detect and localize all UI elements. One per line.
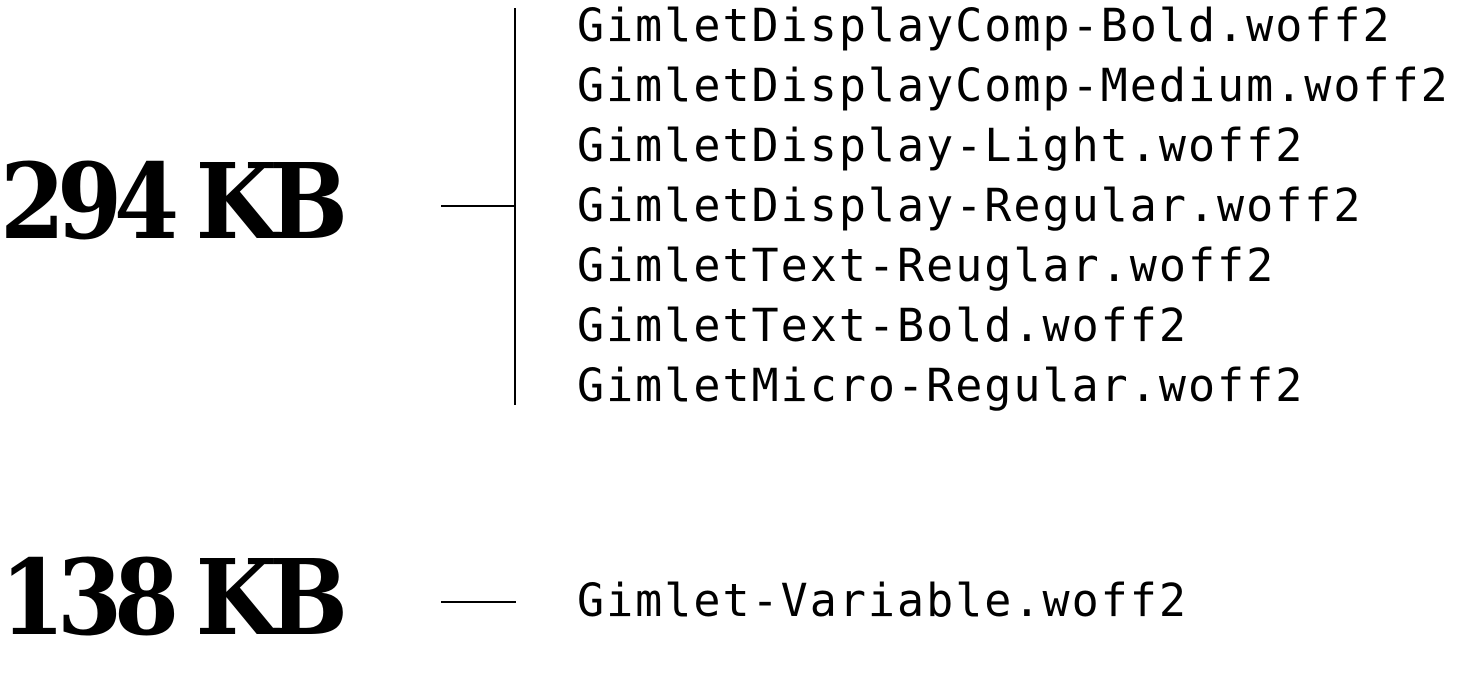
file-name: GimletText-Reuglar.woff2 — [577, 239, 1276, 292]
size-label-static-fonts: 294 KB — [0, 140, 348, 263]
size-label-variable-font: 138 KB — [0, 536, 348, 659]
bracket-line-static-fonts — [514, 8, 516, 405]
file-name: GimletDisplayComp-Medium.woff2 — [577, 59, 1450, 112]
file-name: GimletDisplay-Regular.woff2 — [577, 179, 1363, 232]
file-name: GimletDisplay-Light.woff2 — [577, 119, 1305, 172]
file-list-variable-font: Gimlet-Variable.woff2 — [577, 571, 1188, 631]
file-list-static-fonts: GimletDisplayComp-Bold.woff2 GimletDispl… — [577, 0, 1450, 416]
file-name: GimletText-Bold.woff2 — [577, 299, 1188, 352]
connector-line-static-fonts — [441, 205, 516, 207]
file-name: GimletDisplayComp-Bold.woff2 — [577, 0, 1392, 52]
connector-line-variable-font — [441, 601, 516, 603]
file-name: Gimlet-Variable.woff2 — [577, 574, 1188, 627]
file-name: GimletMicro-Regular.woff2 — [577, 359, 1305, 412]
